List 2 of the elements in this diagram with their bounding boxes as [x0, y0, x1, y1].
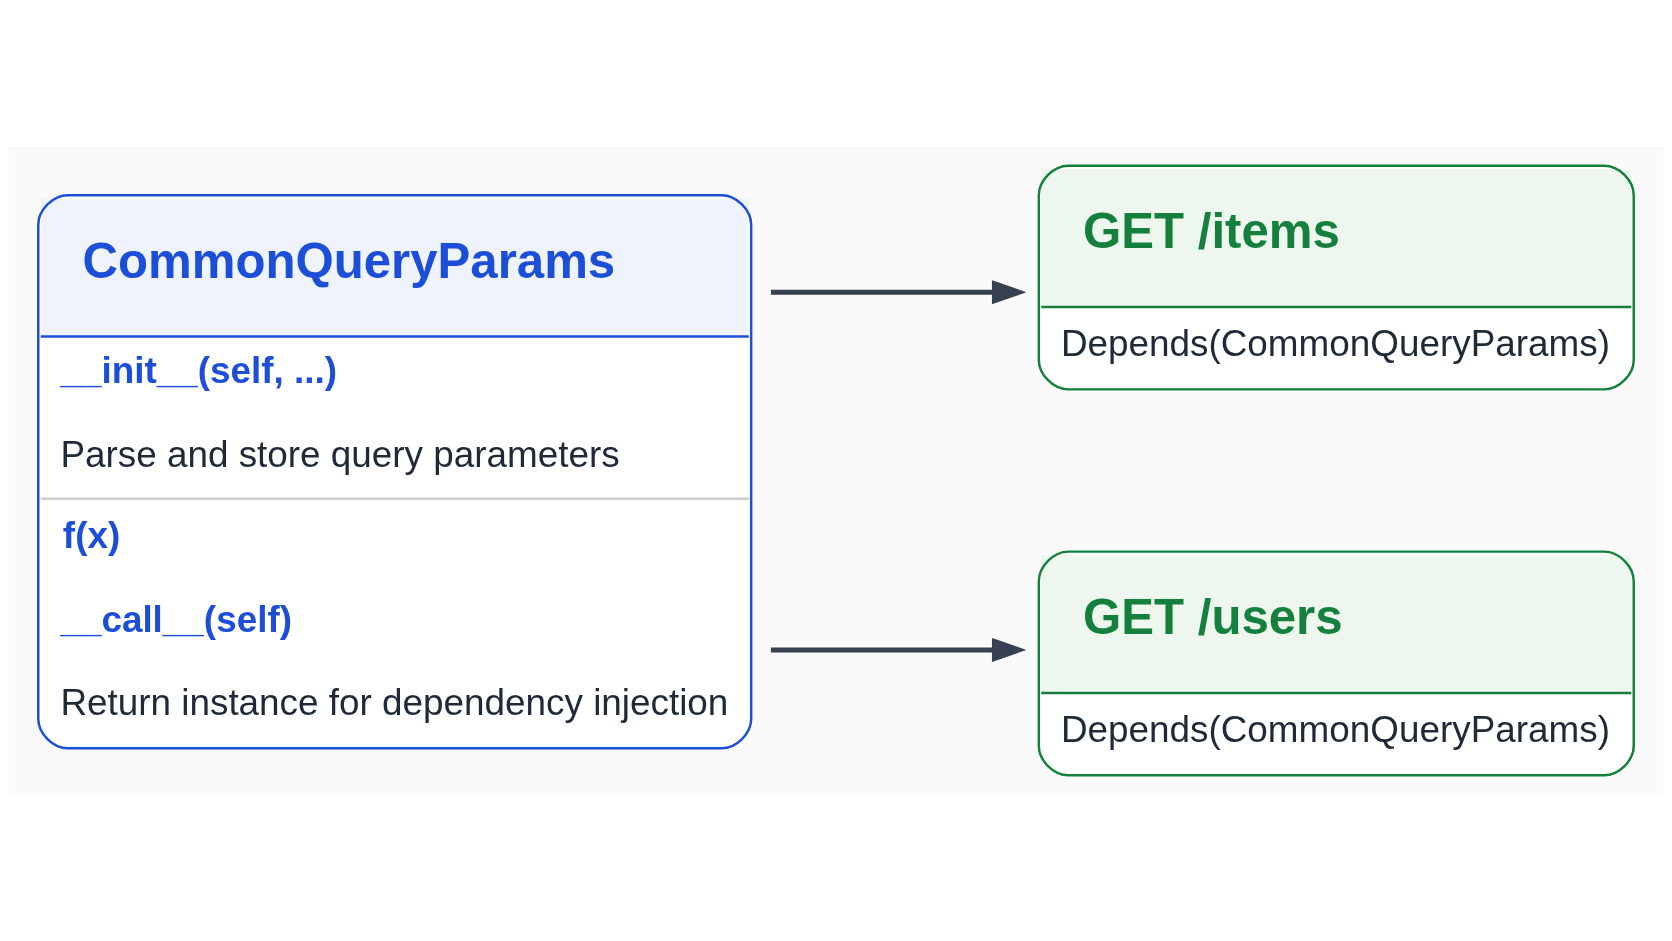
arrow [770, 280, 1027, 305]
arrow [770, 637, 1027, 663]
